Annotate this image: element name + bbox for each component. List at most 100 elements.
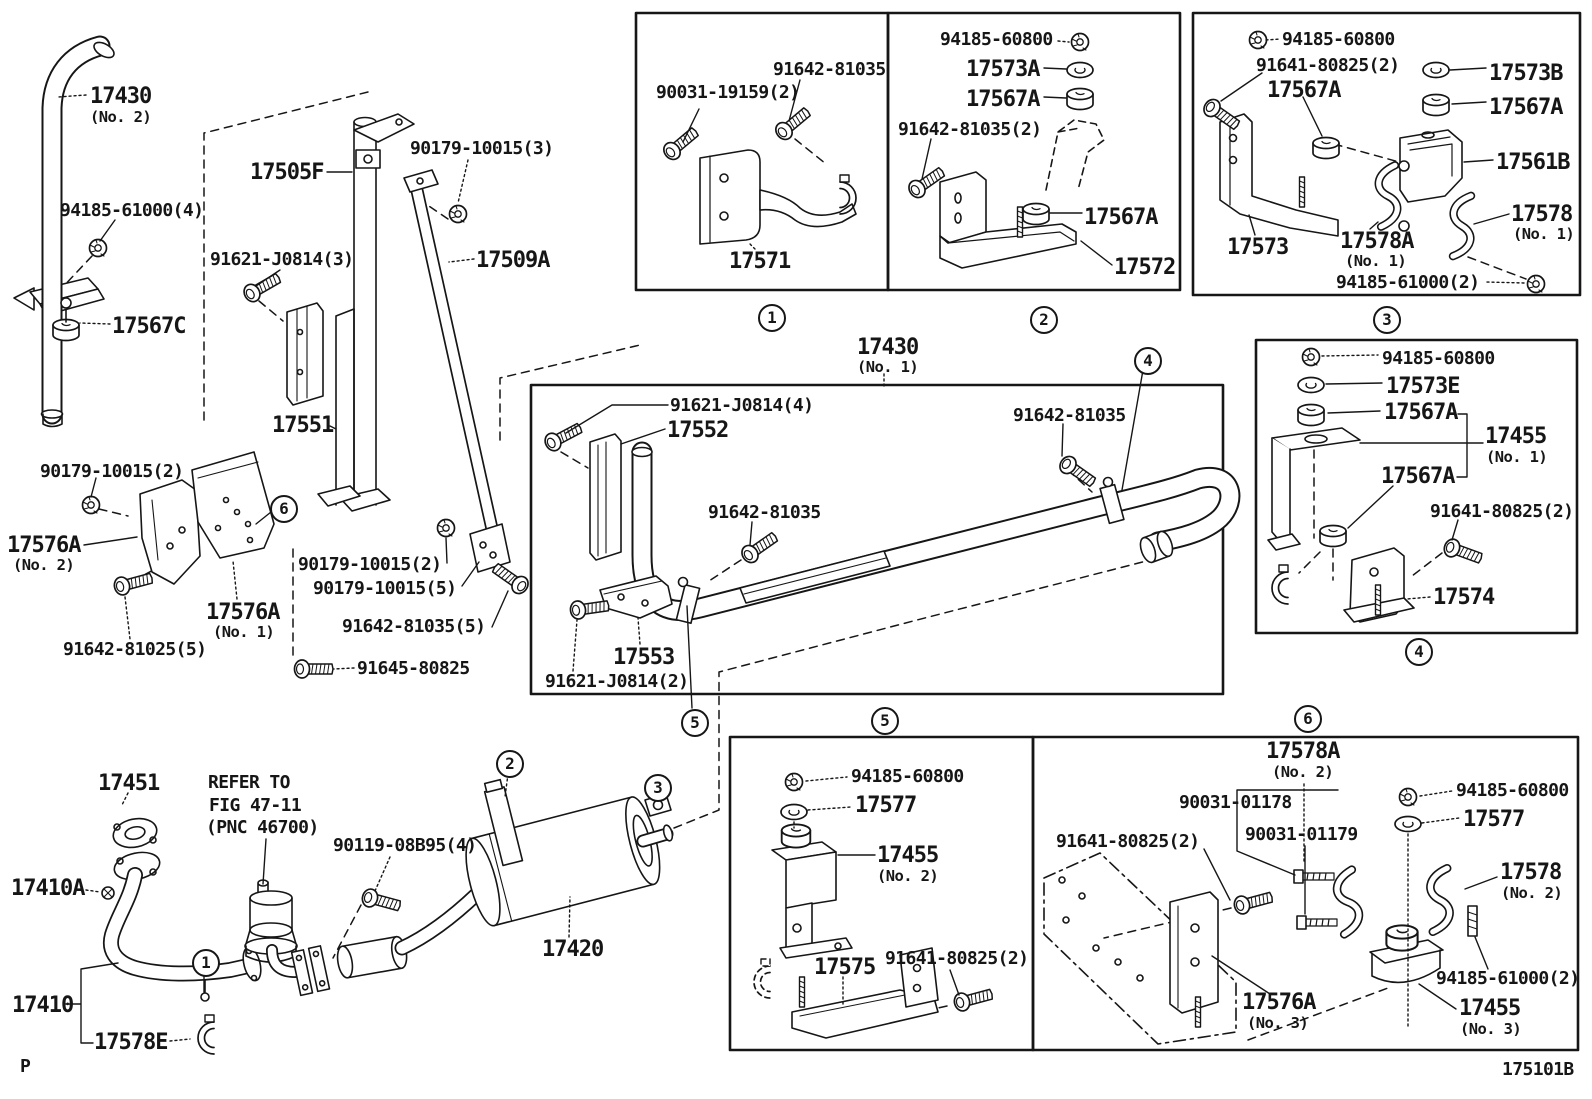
bracket-17576a-no3 xyxy=(1169,891,1219,1028)
part-label-91621j08142-47: 91621-J0814(2) xyxy=(545,671,689,692)
part-label-91621j08144-42: 91621-J0814(4) xyxy=(670,395,814,416)
part-label-91641808252-54: 91641-80825(2) xyxy=(1430,501,1574,522)
part-label-17576a-12: 17576A xyxy=(206,600,280,625)
part-label-9418560800-48: 94185-60800 xyxy=(1382,348,1495,369)
callout-circle-2-1: 2 xyxy=(1030,306,1058,334)
part-label-9011908b954-60: 90119-08B95(4) xyxy=(333,835,477,856)
part-label-17430-40: 17430 xyxy=(857,335,919,360)
part-label-17410-62: 17410 xyxy=(12,993,74,1018)
bolts-90031 xyxy=(1293,869,1338,930)
part-label-91641808252-70: 91641-80825(2) xyxy=(885,948,1029,969)
part-label-17567a-30: 17567A xyxy=(1267,78,1341,103)
part-label-91642810255-14: 91642-81025(5) xyxy=(63,639,207,660)
part-label-9418560800-78: 94185-60800 xyxy=(1456,780,1569,801)
part-label-17455-51: 17455 xyxy=(1485,424,1547,449)
callout-circle-4-3: 4 xyxy=(1134,347,1162,375)
part-label-17553-46: 17553 xyxy=(613,645,675,670)
part-label-17573a-23: 17573A xyxy=(966,57,1040,82)
part-label-17567a-26: 17567A xyxy=(1084,205,1158,230)
part-label-17578-80: 17578 xyxy=(1500,860,1562,885)
part-label-91642810352-25: 91642-81035(2) xyxy=(898,119,1042,140)
bolt-17410a-cross xyxy=(103,888,113,898)
part-label-no1-52: (No. 1) xyxy=(1486,448,1548,466)
part-label-91642810355-17: 91642-81035(5) xyxy=(342,616,486,637)
callout-circle-5-5: 5 xyxy=(681,709,709,737)
plate-17551 xyxy=(286,302,361,507)
part-label-94185610002-82: 94185-61000(2) xyxy=(1436,968,1580,989)
part-label-17567a-32: 17567A xyxy=(1489,95,1563,120)
part-label-17578a-71: 17578A xyxy=(1266,739,1340,764)
callout-circle-3-11: 3 xyxy=(644,774,672,802)
callout-circle-6-8: 6 xyxy=(270,495,298,523)
clamp-bolt-b xyxy=(1398,220,1410,232)
part-label-no2-81: (No. 2) xyxy=(1501,884,1563,902)
part-label-17455-67: 17455 xyxy=(877,843,939,868)
part-label-9164281035-45: 91642-81035 xyxy=(1013,405,1126,426)
part-label-91641808252-75: 91641-80825(2) xyxy=(1056,831,1200,852)
part-label-91641808252-29: 91641-80825(2) xyxy=(1256,55,1400,76)
part-label-17572-27: 17572 xyxy=(1114,255,1176,280)
part-label-9418560800-28: 94185-60800 xyxy=(1282,29,1395,50)
bracket-17571 xyxy=(699,149,857,245)
callout-circle-5-6: 5 xyxy=(871,707,899,735)
part-label-94185610004-2: 94185-61000(4) xyxy=(60,200,204,221)
callout-circle-1-9: 1 xyxy=(192,949,220,977)
insulator-17567c xyxy=(52,297,80,342)
callout-circle-6-7: 6 xyxy=(1294,705,1322,733)
part-label-90179100155-16: 90179-10015(5) xyxy=(313,578,457,599)
part-label-17574-55: 17574 xyxy=(1433,585,1495,610)
part-label-9418560800-65: 94185-60800 xyxy=(851,766,964,787)
part-label-17573-34: 17573 xyxy=(1227,235,1289,260)
bracket-17575 xyxy=(791,947,939,1039)
bracket-17576a-no1 xyxy=(191,451,275,559)
callout-circle-4-4: 4 xyxy=(1405,638,1433,666)
part-label-90179100153-5: 90179-10015(3) xyxy=(410,138,554,159)
part-label-9164580825-18: 91645-80825 xyxy=(357,658,470,679)
detail-box-3 xyxy=(1191,11,1582,297)
part-label-no2-1: (No. 2) xyxy=(90,108,152,126)
callout-circle-2-10: 2 xyxy=(496,750,524,778)
part-label-17576a-10: 17576A xyxy=(7,533,81,558)
part-label-17420-64: 17420 xyxy=(542,937,604,962)
callout-circle-3-2: 3 xyxy=(1373,306,1401,334)
bracket-17561b xyxy=(1399,129,1463,203)
part-label-17573b-31: 17573B xyxy=(1489,61,1563,86)
bracket-17576a-no2 xyxy=(139,479,201,585)
part-label-17567c-3: 17567C xyxy=(112,314,186,339)
part-label-9003101179-74: 90031-01179 xyxy=(1245,824,1358,845)
part-label-17571-21: 17571 xyxy=(729,249,791,274)
part-label-9003101178-73: 90031-01178 xyxy=(1179,792,1292,813)
part-label-17430-0: 17430 xyxy=(90,84,152,109)
heat-shield xyxy=(739,550,891,604)
detail-box-frames xyxy=(529,11,1582,1052)
footer-figure-code: 175101B xyxy=(1502,1059,1574,1080)
part-label-no1-36: (No. 1) xyxy=(1345,252,1407,270)
gasket-17451 xyxy=(112,817,158,849)
part-label-pnc46700-59: (PNC 46700) xyxy=(206,817,319,838)
bracket-17573 xyxy=(1219,113,1339,237)
part-label-17561b-33: 17561B xyxy=(1496,150,1570,175)
bracket-17455-no1 xyxy=(1267,427,1361,551)
part-label-17455-83: 17455 xyxy=(1459,996,1521,1021)
detail-box-2 xyxy=(886,11,1182,292)
detail-box-6 xyxy=(1031,735,1580,1052)
part-label-no2-68: (No. 2) xyxy=(877,867,939,885)
part-label-referto-57: REFER TO xyxy=(208,772,291,793)
frame-panel-box6 xyxy=(1043,852,1237,1045)
part-label-17578a-35: 17578A xyxy=(1340,229,1414,254)
bracket-17455-no2 xyxy=(771,841,853,959)
footer-page-mark: P xyxy=(20,1056,31,1077)
detail-box-4 xyxy=(1254,338,1579,635)
part-label-no1-13: (No. 1) xyxy=(213,623,275,641)
part-label-9418560800-22: 94185-60800 xyxy=(940,29,1053,50)
tailpipe-17430-no2 xyxy=(13,35,115,428)
part-label-17567a-53: 17567A xyxy=(1381,464,1455,489)
part-label-91621j08143-6: 91621-J0814(3) xyxy=(210,249,354,270)
part-label-17576a-76: 17576A xyxy=(1242,990,1316,1015)
part-label-no1-41: (No. 1) xyxy=(857,358,919,376)
part-label-17573e-49: 17573E xyxy=(1386,374,1460,399)
muffler-17420 xyxy=(465,778,674,927)
part-label-17551-8: 17551 xyxy=(272,413,334,438)
